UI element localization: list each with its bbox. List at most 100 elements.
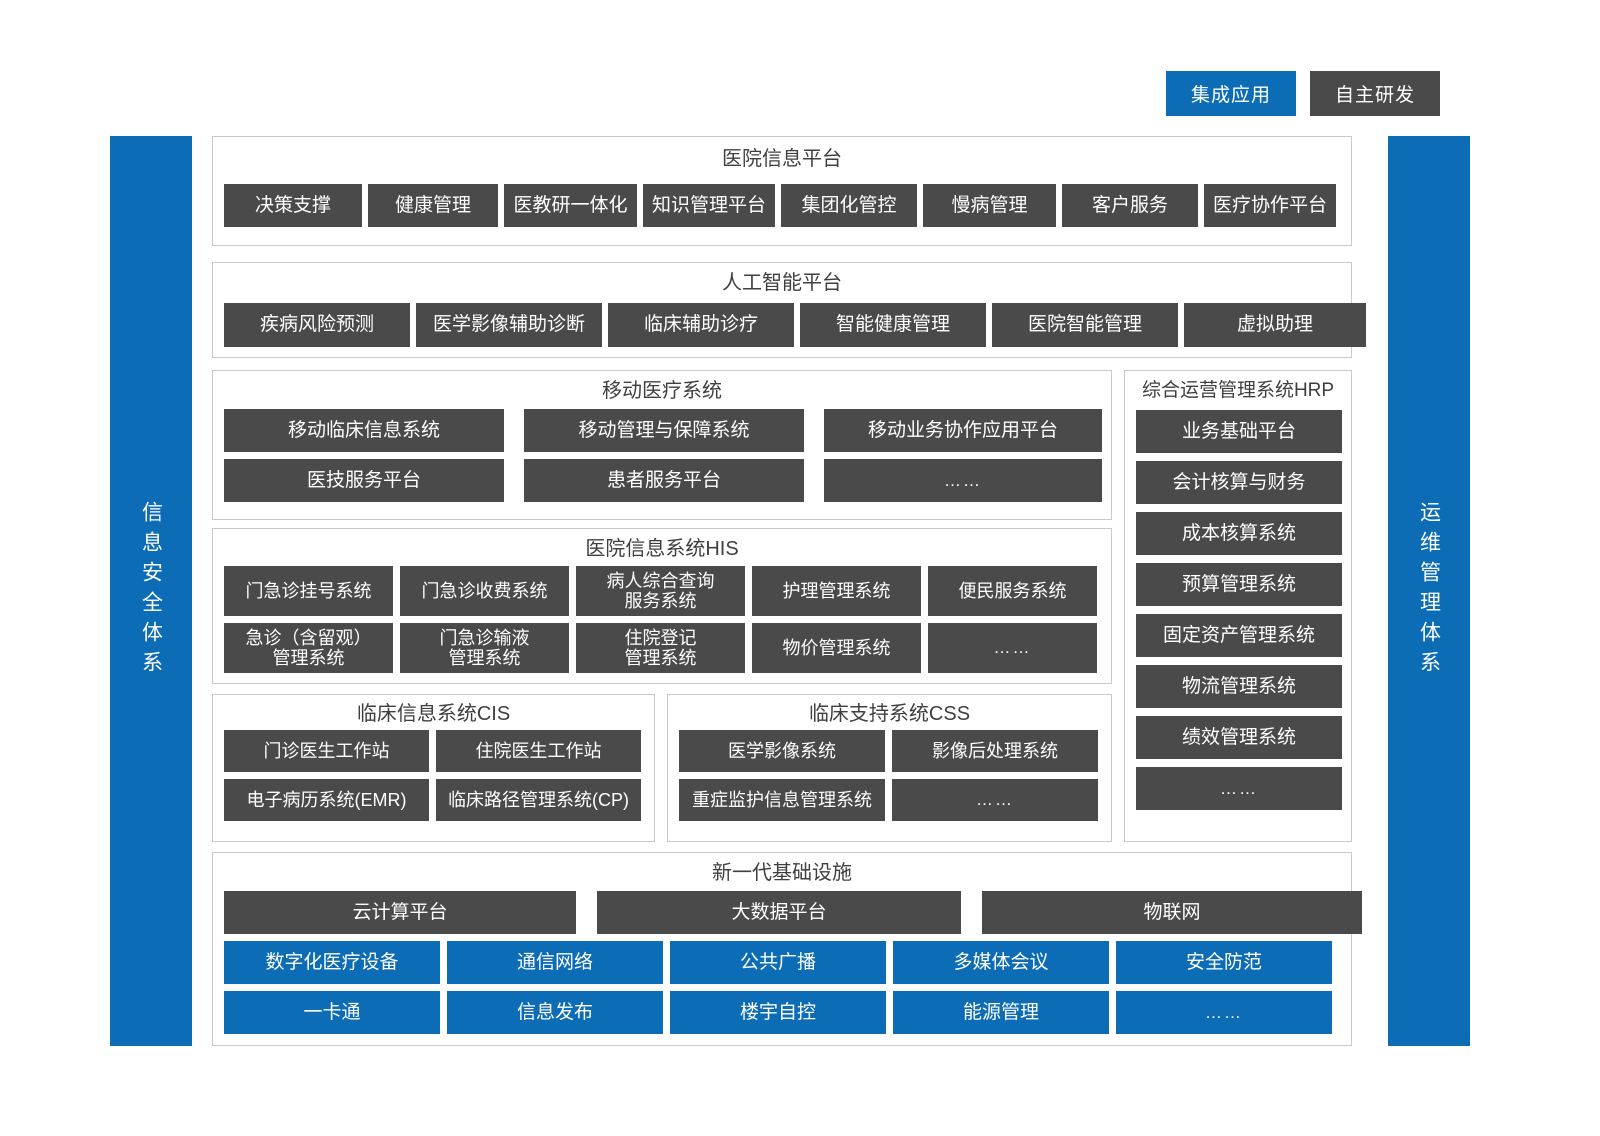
module-box[interactable]: 医院智能管理 xyxy=(992,303,1178,347)
module-box[interactable]: 虚拟助理 xyxy=(1184,303,1366,347)
box-row: 医技服务平台 患者服务平台 …… xyxy=(224,459,1102,502)
box-row: 医学影像系统 影像后处理系统 xyxy=(679,730,1098,772)
module-box[interactable]: 移动业务协作应用平台 xyxy=(824,409,1102,452)
box-grid: 云计算平台 大数据平台 物联网数字化医疗设备 通信网络公共广播多媒体会议安全防范一卡通… xyxy=(224,891,1362,1034)
box-row: 移动临床信息系统 移动管理与保障系统 移动业务协作应用平台 xyxy=(224,409,1102,452)
module-box[interactable]: 医学影像辅助诊断 xyxy=(416,303,602,347)
module-box-label: 患者服务平台 xyxy=(606,469,721,491)
module-box-label: 医学影像辅助诊断 xyxy=(432,314,585,336)
module-box-label: 移动业务协作应用平台 xyxy=(867,419,1058,441)
box-row: 电子病历系统(EMR) 临床路径管理系统(CP) xyxy=(224,779,641,821)
legend: 集成应用 自主研发 xyxy=(1166,71,1440,116)
module-box[interactable]: 健康管理 xyxy=(368,184,498,227)
module-box[interactable]: 物价管理系统 xyxy=(752,623,921,673)
module-box[interactable]: 大数据平台 xyxy=(597,891,961,934)
module-box[interactable]: 医学影像系统 xyxy=(679,730,885,772)
module-box[interactable]: 电子病历系统(EMR) xyxy=(224,779,429,821)
module-box[interactable]: 通信网络 xyxy=(447,941,663,984)
module-box[interactable]: 业务基础平台 xyxy=(1136,410,1342,453)
module-box[interactable]: 物联网 xyxy=(982,891,1362,934)
box-grid: 门诊医生工作站住院医生工作站电子病历系统(EMR) 临床路径管理系统(CP) xyxy=(224,730,641,821)
box-grid: 门急诊挂号系统门急诊收费系统病人综合查询服务系统 护理管理系统 便民服务系统急诊（含… xyxy=(224,566,1097,673)
module-box[interactable]: 慢病管理 xyxy=(923,184,1056,227)
module-box[interactable]: 多媒体会议 xyxy=(893,941,1109,984)
module-box-label: …… xyxy=(993,638,1032,658)
module-box[interactable]: 移动管理与保障系统 xyxy=(524,409,804,452)
module-box-label: 医疗协作平台 xyxy=(1212,194,1327,216)
module-box[interactable]: 绩效管理系统 xyxy=(1136,716,1342,759)
module-box[interactable]: 知识管理平台 xyxy=(643,184,775,227)
module-box[interactable]: …… xyxy=(892,779,1098,821)
module-box[interactable]: 安全防范 xyxy=(1116,941,1332,984)
box-row: 急诊（含留观）管理系统门急诊输液管理系统住院登记管理系统 物价管理系统 …… xyxy=(224,623,1097,673)
module-box[interactable]: …… xyxy=(824,459,1102,502)
module-box[interactable]: 门急诊输液管理系统 xyxy=(400,623,569,673)
module-box[interactable]: 固定资产管理系统 xyxy=(1136,614,1342,657)
section-title: 医院信息平台 xyxy=(722,148,842,170)
module-box[interactable]: 疾病风险预测 xyxy=(224,303,410,347)
module-box[interactable]: …… xyxy=(1136,767,1342,810)
module-box-label: …… xyxy=(944,470,982,490)
module-box[interactable]: 云计算平台 xyxy=(224,891,576,934)
module-box[interactable]: 医疗协作平台 xyxy=(1204,184,1336,227)
module-box[interactable]: 医技服务平台 xyxy=(224,459,504,502)
legend-inhouse-label: 自主研发 xyxy=(1334,85,1415,106)
module-box-label: 虚拟助理 xyxy=(1236,314,1313,336)
module-box[interactable]: 影像后处理系统 xyxy=(892,730,1098,772)
architecture-stage: 医院信息平台 决策支撑健康管理医教研一体化知识管理平台集团化管控慢病管理客户服务… xyxy=(212,136,1372,1046)
module-box-label: 急诊（含留观）管理系统 xyxy=(245,627,372,668)
module-box[interactable]: 智能健康管理 xyxy=(800,303,986,347)
module-box-label: 移动管理与保障系统 xyxy=(578,419,750,441)
module-box-label: 医学影像系统 xyxy=(728,740,836,761)
box-grid: 移动临床信息系统 移动管理与保障系统 移动业务协作应用平台医技服务平台 患者服务平台 …… xyxy=(224,409,1102,502)
box-row: 疾病风险预测医学影像辅助诊断 临床辅助诊疗智能健康管理医院智能管理 虚拟助理 xyxy=(224,303,1366,347)
module-box[interactable]: 急诊（含留观）管理系统 xyxy=(224,623,393,673)
module-box[interactable]: 信息发布 xyxy=(447,991,663,1034)
module-box-label: 信息发布 xyxy=(516,1001,593,1023)
module-box[interactable]: 门诊医生工作站 xyxy=(224,730,429,772)
box-row: 门诊医生工作站住院医生工作站 xyxy=(224,730,641,772)
module-box[interactable]: 重症监护信息管理系统 xyxy=(679,779,885,821)
module-box[interactable]: 会计核算与财务 xyxy=(1136,461,1342,504)
module-box[interactable]: 病人综合查询服务系统 xyxy=(576,566,745,616)
module-box-label: 固定资产管理系统 xyxy=(1162,624,1315,646)
section-hospital-info-platform: 医院信息平台 决策支撑健康管理医教研一体化知识管理平台集团化管控慢病管理客户服务… xyxy=(212,136,1352,246)
module-box[interactable]: 便民服务系统 xyxy=(928,566,1097,616)
module-box[interactable]: 物流管理系统 xyxy=(1136,665,1342,708)
module-box[interactable]: 预算管理系统 xyxy=(1136,563,1342,606)
box-row: 门急诊挂号系统门急诊收费系统病人综合查询服务系统 护理管理系统 便民服务系统 xyxy=(224,566,1097,616)
module-box[interactable]: 能源管理 xyxy=(893,991,1109,1034)
module-box-label: 数字化医疗设备 xyxy=(265,951,399,973)
module-box[interactable]: 住院医生工作站 xyxy=(436,730,641,772)
module-box[interactable]: 成本核算系统 xyxy=(1136,512,1342,555)
module-box[interactable]: 临床辅助诊疗 xyxy=(608,303,794,347)
box-grid: 医学影像系统影像后处理系统重症监护信息管理系统…… xyxy=(679,730,1098,821)
module-box[interactable]: …… xyxy=(928,623,1097,673)
module-box[interactable]: 客户服务 xyxy=(1062,184,1198,227)
module-box[interactable]: 医教研一体化 xyxy=(504,184,637,227)
module-box[interactable]: 决策支撑 xyxy=(224,184,362,227)
side-bar-left-label: 信息安全体系 xyxy=(139,501,163,681)
module-box[interactable]: 护理管理系统 xyxy=(752,566,921,616)
module-box[interactable]: …… xyxy=(1116,991,1332,1034)
module-box[interactable]: 临床路径管理系统(CP) xyxy=(436,779,641,821)
box-row: 重症监护信息管理系统…… xyxy=(679,779,1098,821)
module-box[interactable]: 公共广播 xyxy=(670,941,886,984)
module-box[interactable]: 移动临床信息系统 xyxy=(224,409,504,452)
module-box[interactable]: 楼宇自控 xyxy=(670,991,886,1034)
module-box[interactable]: 一卡通 xyxy=(224,991,440,1034)
module-box[interactable]: 门急诊收费系统 xyxy=(400,566,569,616)
module-box[interactable]: 数字化医疗设备 xyxy=(224,941,440,984)
module-box[interactable]: 门急诊挂号系统 xyxy=(224,566,393,616)
module-box[interactable]: 患者服务平台 xyxy=(524,459,804,502)
module-box-label: 物价管理系统 xyxy=(782,637,891,658)
module-box[interactable]: 住院登记管理系统 xyxy=(576,623,745,673)
module-box-label: 护理管理系统 xyxy=(782,580,891,601)
module-box-label: …… xyxy=(1205,1002,1243,1022)
box-row: 决策支撑健康管理医教研一体化知识管理平台集团化管控慢病管理客户服务医疗协作平台 xyxy=(224,184,1336,227)
side-bar-right-label: 运维管理体系 xyxy=(1417,501,1441,681)
module-box[interactable]: 集团化管控 xyxy=(781,184,917,227)
module-box-label: 电子病历系统(EMR) xyxy=(246,789,407,810)
module-box-label: 大数据平台 xyxy=(731,901,827,923)
section-title: 新一代基础设施 xyxy=(712,862,852,884)
